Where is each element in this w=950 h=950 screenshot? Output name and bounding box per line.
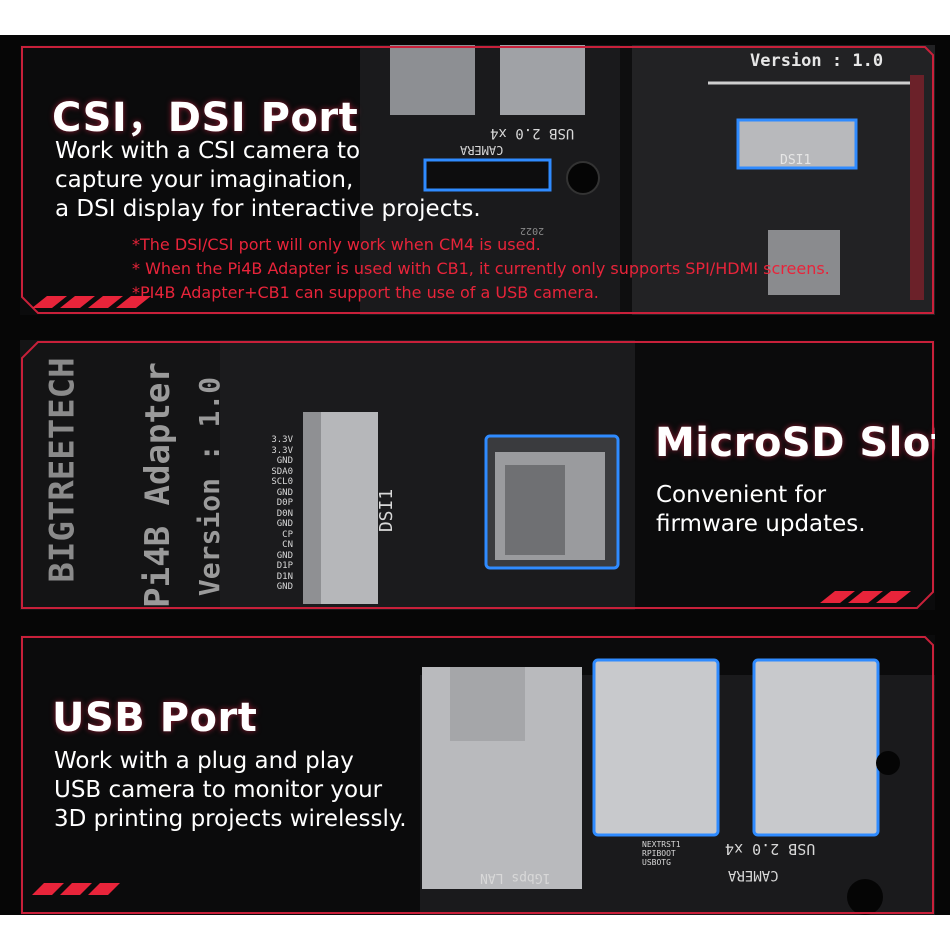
board-usb-label: USB 2.0 x4 [490,125,575,141]
pin-label: D1P [276,561,293,571]
pin-label: GND [276,519,293,529]
pin-label: GND [276,582,293,592]
board-version-label: Version : 1.0 [193,376,227,597]
note-line: *The DSI/CSI port will only work when CM… [132,235,541,254]
pin-label: D1N [276,571,293,582]
description-line: 3D printing projects wirelessly. [54,806,407,832]
pin-label: GND [276,487,293,498]
pin-label: CP [282,529,293,540]
board-brand-label: BIGTREETECH [42,357,83,583]
description-line: Work with a CSI camera to [55,138,361,164]
pin-label: 3.3V [271,435,293,445]
pin-label: SCL0 [271,477,293,487]
panel-usb: 1Gbps LAN USB 2.0 x4 CAMERA NEXTRST1 RPI… [20,635,935,915]
panel-description: Convenient for firmware updates. [656,481,866,539]
switch-label: RPIBOOT [642,849,676,858]
panel-frame [21,45,935,315]
pin-label: D0P [276,498,293,508]
note-line: *PI4B Adapter+CB1 can support the use of… [132,283,599,302]
panel-frame [21,636,935,915]
board-usb-label: USB 2.0 x4 [725,840,816,858]
board-lan-label: 1Gbps LAN [480,870,551,885]
panel-title: CSI，DSI Port [52,95,359,141]
switch-label: NEXTRST1 [642,840,681,849]
pin-label: SDA0 [271,466,293,477]
description-line: Convenient for [656,482,827,508]
panel-description: Work with a plug and play USB camera to … [54,747,407,834]
panel-title: MicroSD Slot [655,420,935,466]
panel-description: Work with a CSI camera to capture your i… [55,137,481,224]
board-pin-labels: 3.3V 3.3V GND SDA0 SCL0 GND D0P D0N GND … [265,435,293,593]
panel-title: USB Port [52,695,258,741]
pin-label: GND [276,550,293,561]
switch-label: USBOTG [642,858,671,867]
board-adapter-label: Pi4B Adapter [137,362,178,608]
banner-canvas: Version : 1.0 DSI1 USB 2.0 x4 CAMERA 202… [0,35,950,915]
pin-label: GND [276,456,293,466]
panel-microsd: BIGTREETECH Pi4B Adapter Version : 1.0 D… [20,340,935,610]
board-switch-labels: NEXTRST1 RPIBOOT USBOTG [642,840,681,867]
panel-csi-dsi: Version : 1.0 DSI1 USB 2.0 x4 CAMERA 202… [20,45,935,315]
board-version-label: Version : 1.0 [750,51,884,71]
description-line: firmware updates. [656,511,866,537]
description-line: USB camera to monitor your [54,777,383,803]
description-line: a DSI display for interactive projects. [55,196,481,222]
panel-frame [20,340,934,610]
board-dsi-label: DSI1 [780,153,812,168]
description-line: Work with a plug and play [54,748,354,774]
pin-label: 3.3V [271,445,293,456]
board-dsi-label: DSI1 [376,488,398,533]
pin-label: D0N [276,508,293,519]
panel-notes: *The DSI/CSI port will only work when CM… [132,233,830,305]
pin-label: CN [282,540,293,550]
board-camera-label: CAMERA [728,867,779,883]
description-line: capture your imagination, [55,167,354,193]
note-line: * When the Pi4B Adapter is used with CB1… [132,259,830,278]
